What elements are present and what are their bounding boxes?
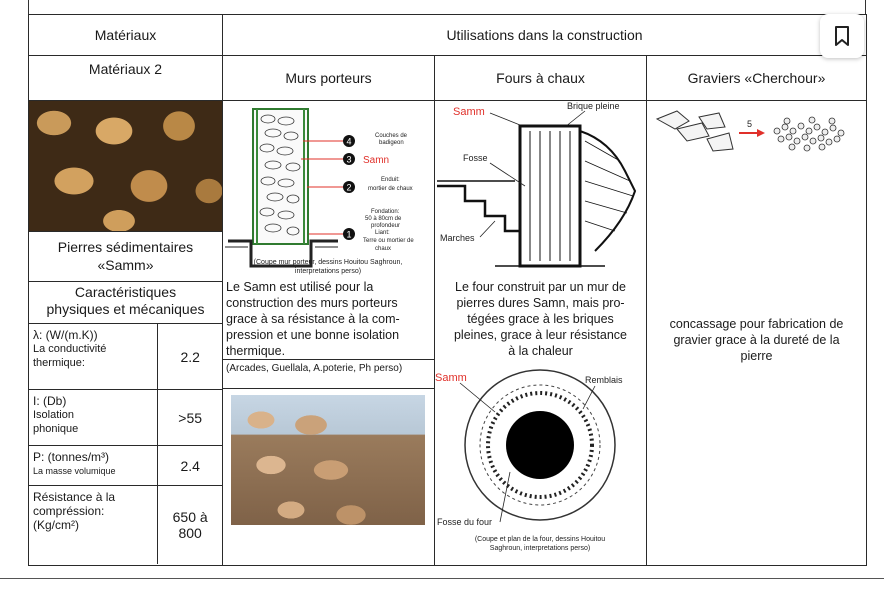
- gravel-cell: 5 concass: [646, 100, 867, 566]
- materials-table: Matériaux Utilisations dans la construct…: [28, 14, 867, 566]
- prop-row-density: P: (tonnes/m³) La masse volumique 2.4: [29, 446, 222, 486]
- props-title-line1: Caractéristiques: [74, 284, 177, 300]
- kiln-label-samm: Samm: [453, 106, 485, 118]
- prop-desc: compréssion:: [33, 504, 105, 518]
- kilns-caption-2: Saghroun, interpretations perso): [490, 545, 590, 552]
- rocks-photo: [29, 101, 222, 232]
- kiln-label-brick: Brique pleine: [567, 101, 620, 111]
- label-n3-text: Samn: [363, 155, 389, 166]
- prop-symbol: Résistance à la: [33, 490, 116, 504]
- prop-row-conductivity: λ: (W/(m.K)) La conductivité thermique: …: [29, 324, 222, 390]
- prop-row-isolation: I: (Db) Isolation phonique >55: [29, 390, 222, 446]
- subheader-kilns: Fours à chaux: [434, 55, 647, 101]
- bookmark-icon: [835, 26, 849, 46]
- top-border-right: [865, 0, 866, 14]
- kiln-label-remblais: Remblais: [585, 375, 623, 385]
- bottom-divider: [0, 578, 884, 579]
- label-n4-text2: badigeon: [379, 140, 404, 146]
- prop-value: 2.4: [180, 457, 200, 474]
- label-liant-2: Terre ou mortier de: [363, 238, 414, 244]
- label-n2-text2: mortier de chaux: [368, 186, 413, 192]
- walls-cell: 4 Couches de badigeon 3 Samn 2 Enduit: m…: [222, 100, 435, 566]
- prop-symbol: λ: (W/(m.K)): [33, 328, 98, 342]
- gravel-diagram: 5: [655, 110, 845, 152]
- props-title: Caractéristiques physiques et mécaniques: [29, 282, 222, 324]
- top-border: [28, 0, 29, 14]
- prop-desc: Isolation: [33, 409, 74, 421]
- prop-desc2: thermique:: [33, 357, 85, 369]
- stone-name: Pierres sédimentaires «Samm»: [29, 232, 222, 282]
- prop-row-resistance: Résistance à la compréssion: (Kg/cm²) 65…: [29, 486, 222, 564]
- kiln-label-marches: Marches: [440, 233, 475, 243]
- gravel-text: concassage pour fabrication de gravier g…: [669, 317, 844, 363]
- label-n2: 2: [346, 183, 351, 193]
- walls-text: Le Samn est utilisé pour la construction…: [226, 280, 400, 358]
- kiln-label-samm-2: Samm: [435, 372, 467, 384]
- stone-name-line2: «Samm»: [97, 257, 154, 273]
- material-cell: Pierres sédimentaires «Samm» Caractérist…: [28, 100, 223, 566]
- subheader-gravel: Graviers «Cherchour»: [646, 55, 867, 101]
- header-materials: Matériaux: [28, 14, 223, 56]
- prop-symbol: I: (Db): [33, 394, 67, 408]
- label-fondation: Fondation:: [371, 209, 400, 215]
- kilns-text: Le four construit par un mur de pierres …: [453, 280, 627, 358]
- bookmark-button[interactable]: [820, 14, 864, 58]
- stone-name-line1: Pierres sédimentaires: [57, 239, 194, 255]
- prop-symbol: P: (tonnes/m³): [33, 450, 110, 464]
- props-title-line2: physiques et mécaniques: [46, 301, 205, 317]
- walls-caption-2: interpretations perso): [295, 268, 361, 275]
- label-liant: Liant:: [375, 230, 390, 236]
- prop-desc2: phonique: [33, 423, 79, 435]
- prop-desc: La masse volumique: [33, 466, 116, 476]
- kilns-caption-1: (Coupe et plan de la four, dessins Houit…: [475, 536, 605, 543]
- prop-desc2: (Kg/cm²): [33, 518, 79, 532]
- prop-desc: La conductivité: [33, 343, 107, 355]
- kiln-plan-diagram: Samm Remblais Fosse du four (Coupe et pl…: [435, 369, 623, 552]
- kiln-label-fosse: Fosse: [463, 153, 488, 163]
- label-n2-text1: Enduit:: [381, 177, 400, 183]
- subheader-walls: Murs porteurs: [222, 55, 435, 101]
- wall-section-diagram: 4 Couches de badigeon 3 Samn 2 Enduit: m…: [225, 108, 414, 275]
- label-fondation-2: 50 à 80cm de: [365, 216, 402, 222]
- prop-value: >55: [178, 409, 203, 426]
- kiln-label-fosse-four: Fosse du four: [437, 517, 492, 527]
- header-uses: Utilisations dans la construction: [222, 14, 867, 56]
- label-n4: 4: [346, 137, 351, 147]
- label-n4-text1: Couches de: [375, 133, 408, 139]
- label-n3: 3: [346, 155, 351, 165]
- kilns-cell: Samm Brique pleine: [434, 100, 647, 566]
- label-liant-3: chaux: [375, 246, 391, 252]
- kiln-section-diagram: Samm Brique pleine: [437, 101, 637, 268]
- subheader-materials-2: Matériaux 2: [28, 55, 223, 101]
- walls-photo-credit: (Arcades, Guellala, A.poterie, Ph perso): [223, 359, 434, 389]
- prop-value: 650 à 800: [172, 509, 208, 541]
- wall-photo: [231, 395, 425, 525]
- gravel-arrow-label: 5: [747, 119, 752, 129]
- walls-caption-1: (Coupe mur porteur, dessins Houitou Sagh…: [254, 259, 403, 266]
- label-fondation-3: profondeur: [371, 223, 400, 229]
- prop-value: 2.2: [180, 348, 200, 365]
- label-n1: 1: [346, 230, 351, 240]
